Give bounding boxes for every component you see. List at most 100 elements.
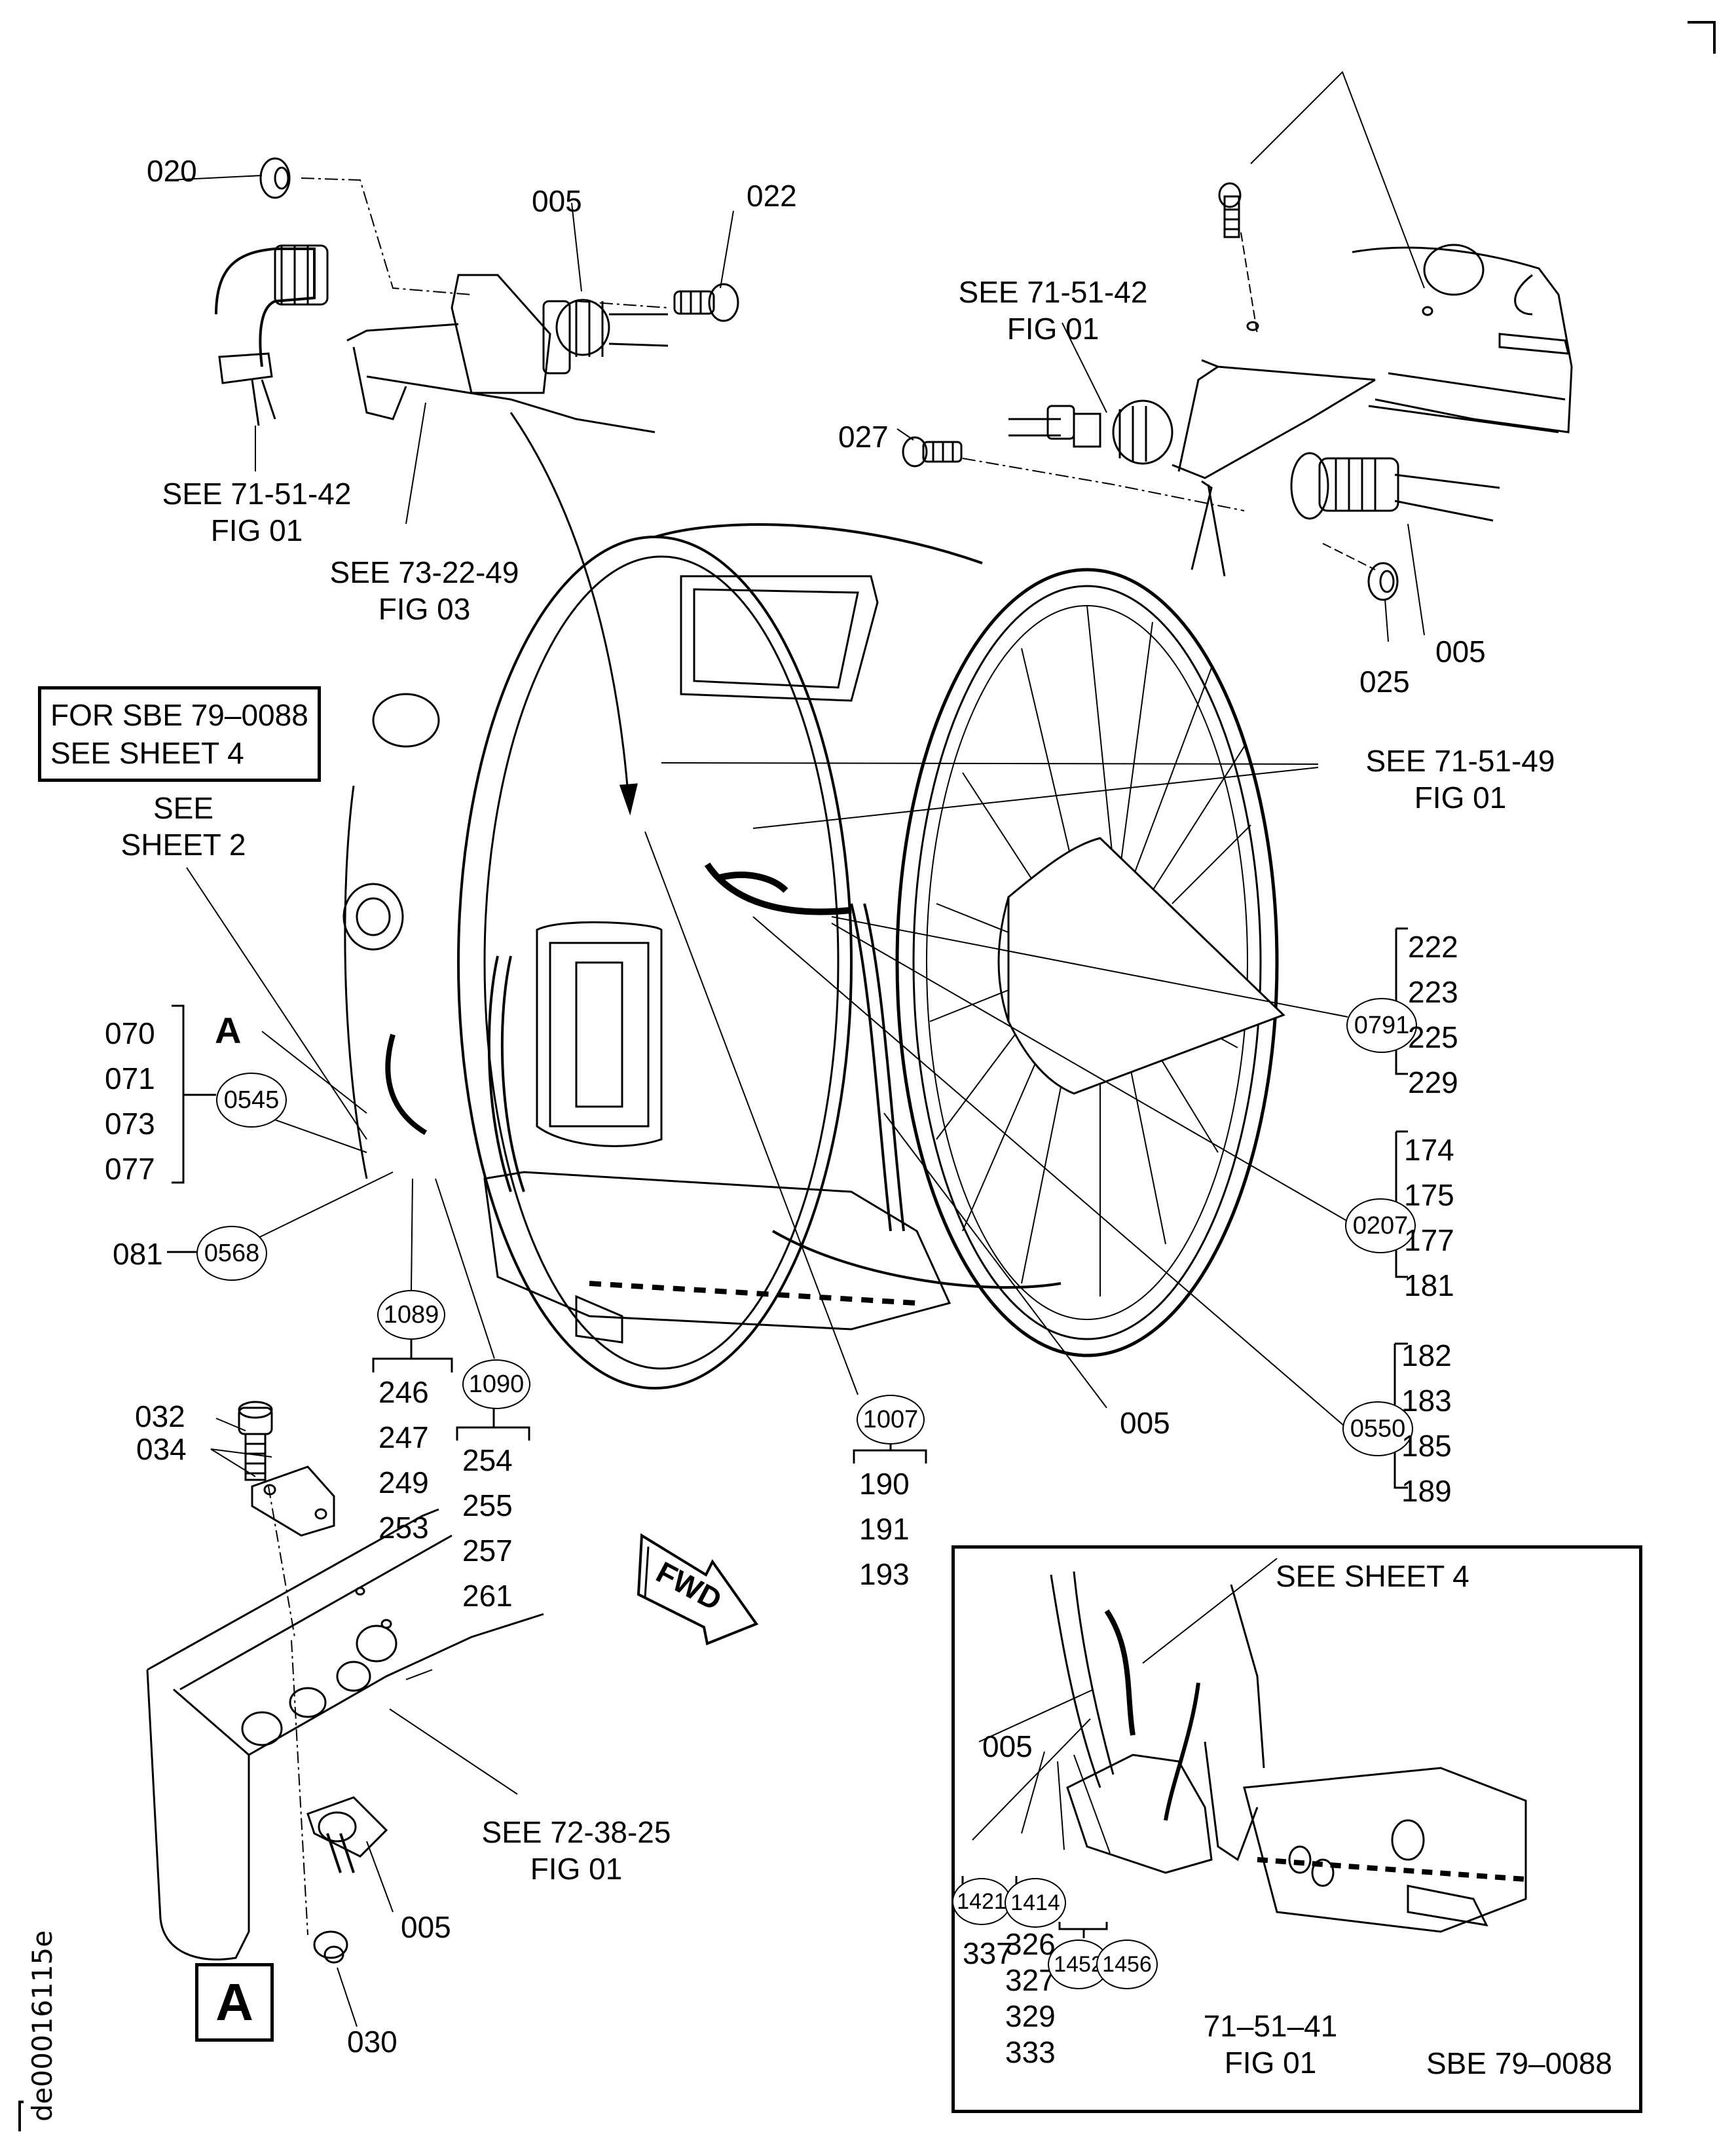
center-line-032 [268,1486,295,1638]
ref-see-71-51-49: SEE 71-51-49 FIG 01 [1365,744,1555,815]
leader-see-sheet-2 [186,867,367,1140]
nose-cone [997,837,1285,1095]
leader-005-view-a [366,1841,394,1913]
mounting-bracket-right [1172,71,1425,577]
inset-sbe-label: SBE 79–0088 [1426,2046,1612,2080]
panel-top-right [1352,244,1573,433]
leader-1090 [435,1178,495,1359]
leader-see-71-51-42-right [1062,322,1107,413]
leader-see-72-38-25 [389,1708,518,1795]
callout-0545-bubble: 0545 [216,1073,287,1128]
inset-item-005-label: 005 [982,1729,1033,1763]
left-pump-cluster [342,693,440,1179]
nut-020 [259,157,291,199]
item-005-view-a-label: 005 [401,1910,451,1944]
item-005-top-label: 005 [532,184,582,218]
item-005-right-label: 005 [1435,635,1486,669]
inset-engine-detail [1050,1571,1527,1933]
callout-1090-bubble: 1090 [462,1359,530,1409]
arrow-curve-to-engine [509,412,630,803]
ref-see-73-22-49: SEE 73-22-49 FIG 03 [329,555,519,626]
leader-020 [168,175,263,181]
leader-025 [1384,598,1389,642]
ref-see-72-38-25: SEE 72-38-25 FIG 01 [481,1815,671,1886]
item-005-center-label: 005 [1120,1406,1170,1440]
callout-1089-items: 246 247 249 253 [379,1375,429,1545]
inset-ref-71-51-41: 71–51–41 FIG 01 [1203,2009,1338,2080]
callout-1090-items: 254 255 257 261 [462,1443,513,1613]
inset-bracket-1452-1456 [1058,1922,1108,1938]
inset-sbe-79-0088 [951,1545,1642,2113]
leader-a [261,1031,367,1114]
bracket-1090 [456,1405,530,1441]
center-line-030 [291,1640,308,1936]
leader-inset-005 [978,1689,1094,1742]
leader-005-top [571,202,582,292]
accessory-module [536,921,663,1147]
bracket-0545 [172,1004,216,1184]
callout-1089-bubble: 1089 [377,1290,445,1340]
center-line-020 [301,177,472,295]
view-a-pointer-label: A [215,1010,242,1051]
leader-see-71-51-49-b [752,767,1319,829]
corner-mark-bottom-left [18,2101,24,2131]
nut-025 [1367,562,1399,601]
leader-022 [720,210,734,289]
leader-inset-1452 [1057,1761,1065,1850]
callout-0791-bubble: 0791 [1346,998,1417,1053]
inset-callout-1414-bubble: 1414 [1005,1878,1066,1928]
callout-0568-item: 081 [113,1237,163,1271]
connector-005-view-a [306,1796,388,1873]
document-id: de00016115e [26,1930,58,2122]
leader-0791 [831,916,1348,1018]
leader-0568 [258,1171,394,1238]
bolt-022 [673,283,739,322]
leader-1007 [644,831,859,1395]
item-020-label: 020 [147,154,197,188]
bolt-032 [238,1401,273,1481]
bolt-027 [902,436,963,468]
ref-see-71-51-42-left: SEE 71-51-42 FIG 01 [162,477,352,547]
bracket-1089 [372,1336,453,1372]
ref-see-71-51-42-right: SEE 71-51-42 FIG 01 [958,275,1148,346]
lower-gearbox [483,1171,951,1344]
callout-0568-bubble: 0568 [196,1226,267,1281]
connector-005-top [542,299,669,375]
item-025-label: 025 [1359,665,1410,699]
screw-top-right [1218,182,1242,238]
connector-005-right [1290,452,1500,522]
arrowhead-curve [619,783,638,816]
leader-see-71-51-49 [661,762,1319,765]
leader-see-73-22-49 [405,402,426,524]
leader-0550 [752,916,1344,1426]
leader-030 [337,1967,358,2027]
callout-1007-bubble: 1007 [857,1395,925,1444]
item-032-label: 032 [135,1399,185,1433]
leader-034 [210,1448,272,1477]
leader-inset-1421 [972,1718,1091,1841]
callout-0791-items: 222 223 225 229 [1408,930,1458,1099]
ref-see-sheet-2: SEE SHEET 2 [120,791,246,862]
leader-032 [215,1418,246,1431]
engine-casing [457,523,1279,1389]
leader-1089 [411,1178,413,1291]
inset-callout-1421-bubble: 1421 [952,1878,1011,1925]
callout-0207-bubble: 0207 [1345,1198,1416,1253]
bracket-top-left [346,274,656,433]
center-line-027 [962,458,1245,511]
center-line-022 [576,301,669,308]
item-034-label: 034 [136,1432,187,1466]
item-027-label: 027 [838,420,889,454]
leader-inset-1456 [1073,1754,1111,1854]
note-box-sbe: FOR SBE 79–0088 SEE SHEET 4 [38,686,321,782]
leader-see-72-38-25-b [405,1669,433,1680]
inset-callout-1414-items: 326 327 329 333 [1005,1927,1056,2069]
corner-mark-top-right [1688,21,1716,54]
gearbox-window [680,575,879,702]
connector-middle-right [1008,399,1173,465]
callout-0207-items: 174 175 177 181 [1404,1133,1454,1302]
callout-0550-items: 182 183 185 189 [1401,1338,1452,1508]
leader-005-center [883,1113,1107,1408]
center-line-025 [1322,543,1376,570]
